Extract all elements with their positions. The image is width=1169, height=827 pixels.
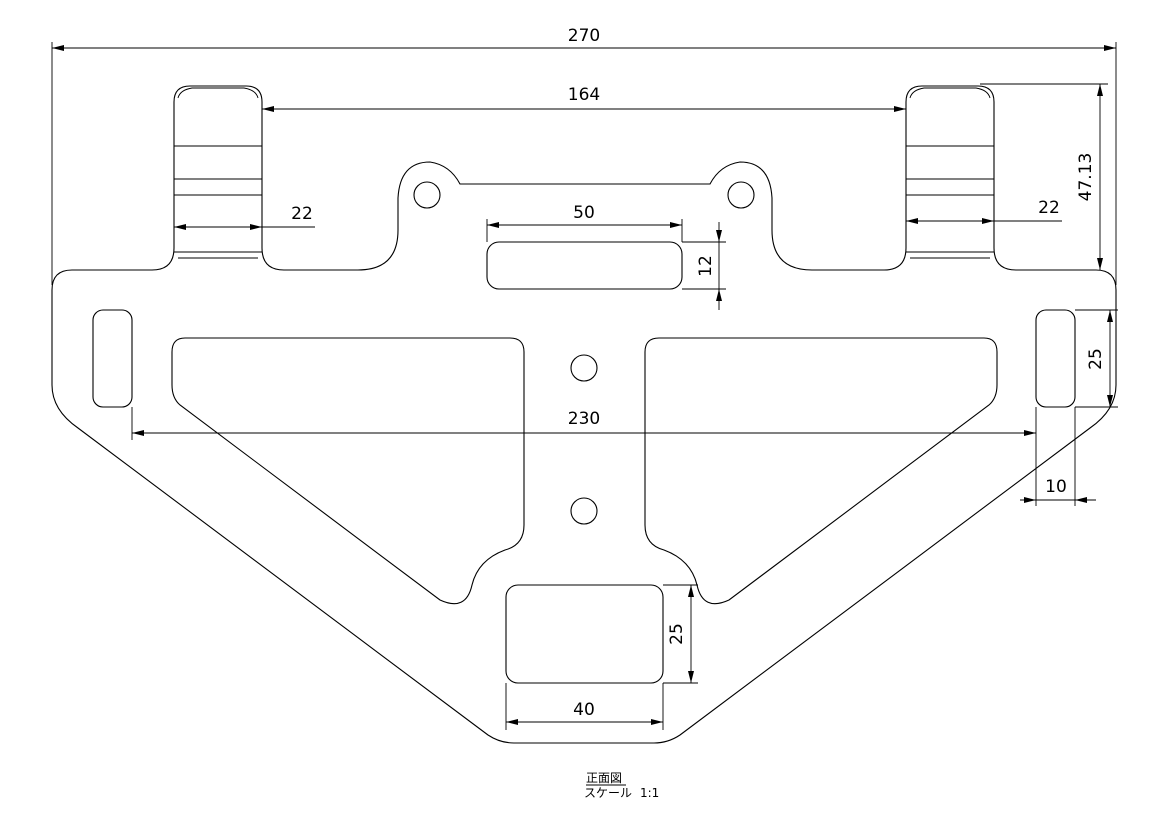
dim-label-slot-height: 12 — [696, 255, 716, 277]
dim-label-bottom-cutout-width: 40 — [573, 700, 595, 720]
dim-right-tab-width — [906, 218, 1062, 224]
large-cutout-left — [171, 337, 525, 605]
hole-center-upper — [570, 354, 598, 382]
dim-overall-width — [51, 42, 1117, 285]
dim-left-tab-width — [174, 224, 315, 230]
dim-bottom-cutout-height — [663, 584, 698, 684]
dim-label-side-slot-width: 10 — [1045, 477, 1067, 497]
top-slot — [486, 241, 683, 290]
scale-value: 1:1 — [640, 786, 659, 800]
dim-slot-pitch — [131, 407, 1036, 440]
right-tab-detail — [906, 87, 994, 259]
dim-tab-height — [980, 83, 1108, 270]
plate-outline — [51, 85, 1117, 744]
dim-label-inner-span: 164 — [568, 85, 600, 105]
bottom-cutout — [505, 584, 664, 684]
dim-side-slot-width — [1020, 407, 1096, 506]
dim-label-overall-width: 270 — [568, 26, 600, 46]
hole-center-lower — [570, 497, 598, 525]
large-cutout-right — [644, 337, 998, 605]
scale-label: スケール — [584, 786, 632, 800]
side-slot-left — [92, 309, 133, 408]
dim-label-slot-pitch: 230 — [568, 409, 600, 429]
left-tab-detail — [174, 87, 262, 259]
dim-label-left-tab-width: 22 — [291, 204, 313, 224]
dim-label-bottom-cutout-height: 25 — [667, 623, 687, 645]
dim-label-side-slot-height: 25 — [1086, 348, 1106, 370]
dim-bottom-cutout-width — [505, 683, 664, 730]
dim-label-tab-height: 47.13 — [1076, 153, 1096, 202]
hole-top-right — [727, 181, 755, 209]
view-name: 正面図 — [586, 771, 622, 785]
dim-side-slot-height — [1075, 309, 1118, 408]
side-slot-right — [1035, 309, 1076, 408]
dim-label-slot-width: 50 — [573, 203, 595, 223]
dim-inner-span — [262, 106, 906, 112]
hole-top-left — [413, 181, 441, 209]
dim-label-right-tab-width: 22 — [1038, 198, 1060, 218]
dim-slot-height — [682, 222, 726, 310]
dim-slot-width — [486, 219, 683, 242]
